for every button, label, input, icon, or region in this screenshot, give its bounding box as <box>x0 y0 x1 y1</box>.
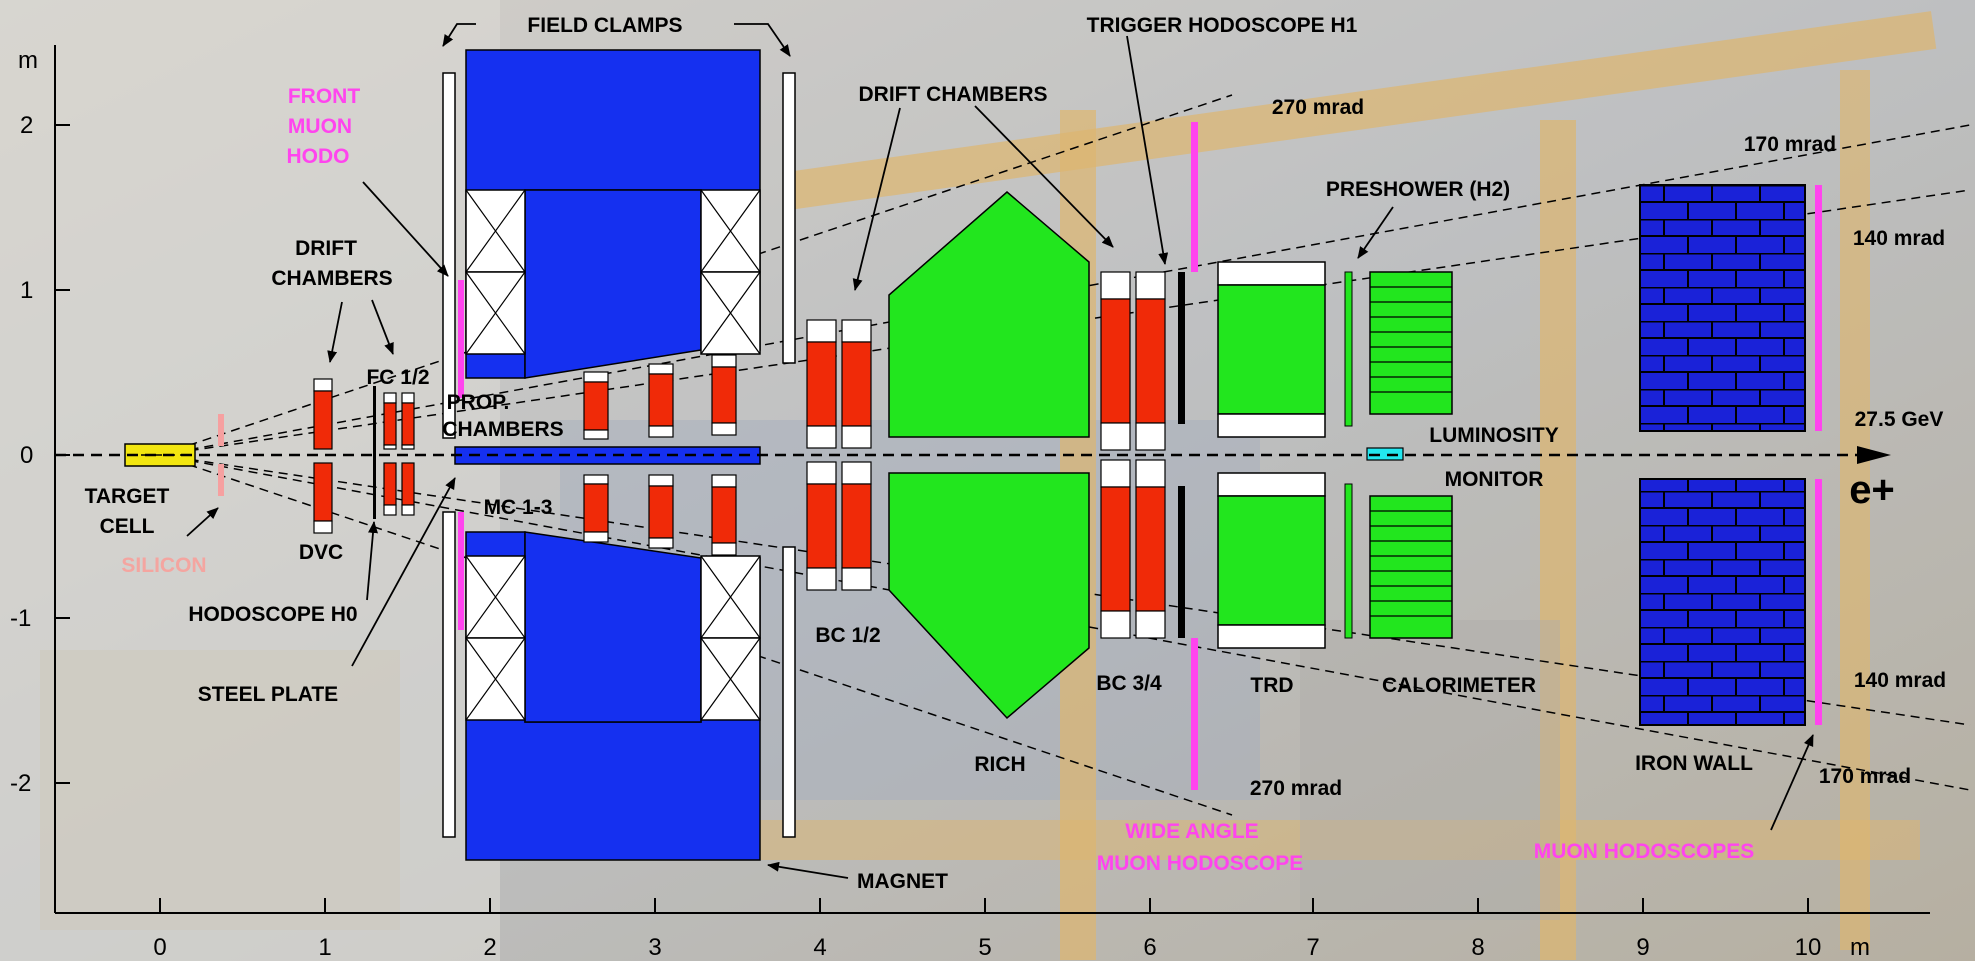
label-iron-wall: IRON WALL <box>1635 752 1753 775</box>
label-steel-plate: STEEL PLATE <box>198 683 338 706</box>
y-tick: 2 <box>20 112 33 139</box>
label-field-clamps: FIELD CLAMPS <box>527 14 682 37</box>
label-calorimeter: CALORIMETER <box>1382 674 1536 697</box>
magnet-pole-lower <box>524 531 702 723</box>
x-tick: 10 <box>1795 934 1822 961</box>
label-wide-angle-muon-hodoscope: MUON HODOSCOPE <box>1097 852 1304 875</box>
field-clamps <box>442 72 796 838</box>
y-unit: m <box>18 47 38 74</box>
drift-vertex-chamber <box>313 378 333 534</box>
label-angle: 270 mrad <box>1272 96 1364 119</box>
label-beam-energy: 27.5 GeV <box>1855 408 1944 431</box>
label-angle: 170 mrad <box>1744 133 1836 156</box>
preshower-h2 <box>1344 271 1353 427</box>
label-mc13: MC 1-3 <box>484 496 553 519</box>
front-chambers-fc <box>383 392 415 516</box>
back-chambers-bc12 <box>806 319 872 591</box>
wide-angle-muon-hodoscope <box>1191 638 1198 790</box>
rich-upper <box>888 191 1090 438</box>
label-angle: 270 mrad <box>1250 777 1342 800</box>
label-trd: TRD <box>1250 674 1293 697</box>
label-fc12: FC 1/2 <box>366 366 429 389</box>
wide-angle-muon-hodoscope <box>1191 122 1198 272</box>
x-tick: 6 <box>1143 934 1156 961</box>
x-tick: 9 <box>1636 934 1649 961</box>
back-chambers-bc34 <box>1100 271 1166 639</box>
label-silicon: SILICON <box>121 554 206 577</box>
front-muon-hodoscope <box>458 512 464 630</box>
hodoscope-h0 <box>373 386 376 519</box>
label-angle: 140 mrad <box>1854 669 1946 692</box>
x-tick: 0 <box>153 934 166 961</box>
muon-hodoscope <box>1815 479 1822 725</box>
x-tick: 2 <box>483 934 496 961</box>
luminosity-monitor <box>1366 447 1404 461</box>
label-bc34: BC 3/4 <box>1096 672 1162 695</box>
x-tick: 4 <box>813 934 826 961</box>
label-angle: 140 mrad <box>1853 227 1945 250</box>
axes: m 2 1 0 -1 -2 0 1 2 3 4 5 6 7 8 9 10 m <box>10 45 1930 961</box>
label-drift-chambers-front: DRIFT <box>295 237 357 260</box>
label-trigger-hodoscope: TRIGGER HODOSCOPE H1 <box>1087 14 1358 37</box>
silicon-detector <box>218 464 224 496</box>
label-wide-angle-muon-hodoscope: WIDE ANGLE <box>1125 820 1258 843</box>
label-prop-chambers: CHAMBERS <box>442 418 563 441</box>
label-luminosity-monitor: LUMINOSITY <box>1429 424 1559 447</box>
front-muon-hodoscope <box>458 280 464 398</box>
label-magnet: MAGNET <box>857 870 948 893</box>
label-front-muon-hodo: FRONT <box>288 85 360 108</box>
label-drift-chambers: DRIFT CHAMBERS <box>859 83 1048 106</box>
iron-wall-lower <box>1639 478 1806 726</box>
label-rich: RICH <box>974 753 1025 776</box>
y-tick: 0 <box>20 442 33 469</box>
x-tick: 8 <box>1471 934 1484 961</box>
label-front-muon-hodo: HODO <box>287 145 350 168</box>
label-angle: 170 mrad <box>1819 765 1911 788</box>
steel-plate <box>454 446 761 465</box>
label-luminosity-monitor: MONITOR <box>1445 468 1544 491</box>
label-beam-particle: e+ <box>1849 468 1895 512</box>
leader-lines <box>186 23 1814 879</box>
label-preshower: PRESHOWER (H2) <box>1326 178 1510 201</box>
label-dvc: DVC <box>299 541 343 564</box>
x-tick: 3 <box>648 934 661 961</box>
label-prop-chambers: PROP. <box>447 391 510 414</box>
x-tick: 1 <box>318 934 331 961</box>
label-muon-hodoscopes: MUON HODOSCOPES <box>1534 840 1755 863</box>
silicon-detector <box>218 414 224 446</box>
trigger-hodoscope-h1 <box>1178 486 1185 638</box>
label-bc12: BC 1/2 <box>815 624 880 647</box>
magnet <box>454 49 761 861</box>
label-front-muon-hodo: MUON <box>288 115 352 138</box>
label-target-cell: CELL <box>100 515 155 538</box>
x-unit: m <box>1850 934 1870 961</box>
y-tick: -1 <box>10 605 31 632</box>
rich-lower <box>888 472 1090 720</box>
magnet-chambers <box>583 354 737 556</box>
magnet-pole-upper <box>524 189 702 379</box>
preshower-h2 <box>1344 483 1353 639</box>
trd <box>1217 261 1326 649</box>
y-tick: 1 <box>20 277 33 304</box>
label-target-cell: TARGET <box>85 485 170 508</box>
muon-hodoscope <box>1815 185 1822 431</box>
trigger-hodoscope-h1 <box>1178 272 1185 424</box>
iron-wall-upper <box>1639 184 1806 432</box>
calorimeter <box>1369 271 1453 639</box>
label-drift-chambers-front: CHAMBERS <box>271 267 392 290</box>
y-tick: -2 <box>10 770 31 797</box>
x-tick: 5 <box>978 934 991 961</box>
label-hodoscope-h0: HODOSCOPE H0 <box>188 603 357 626</box>
x-tick: 7 <box>1306 934 1319 961</box>
